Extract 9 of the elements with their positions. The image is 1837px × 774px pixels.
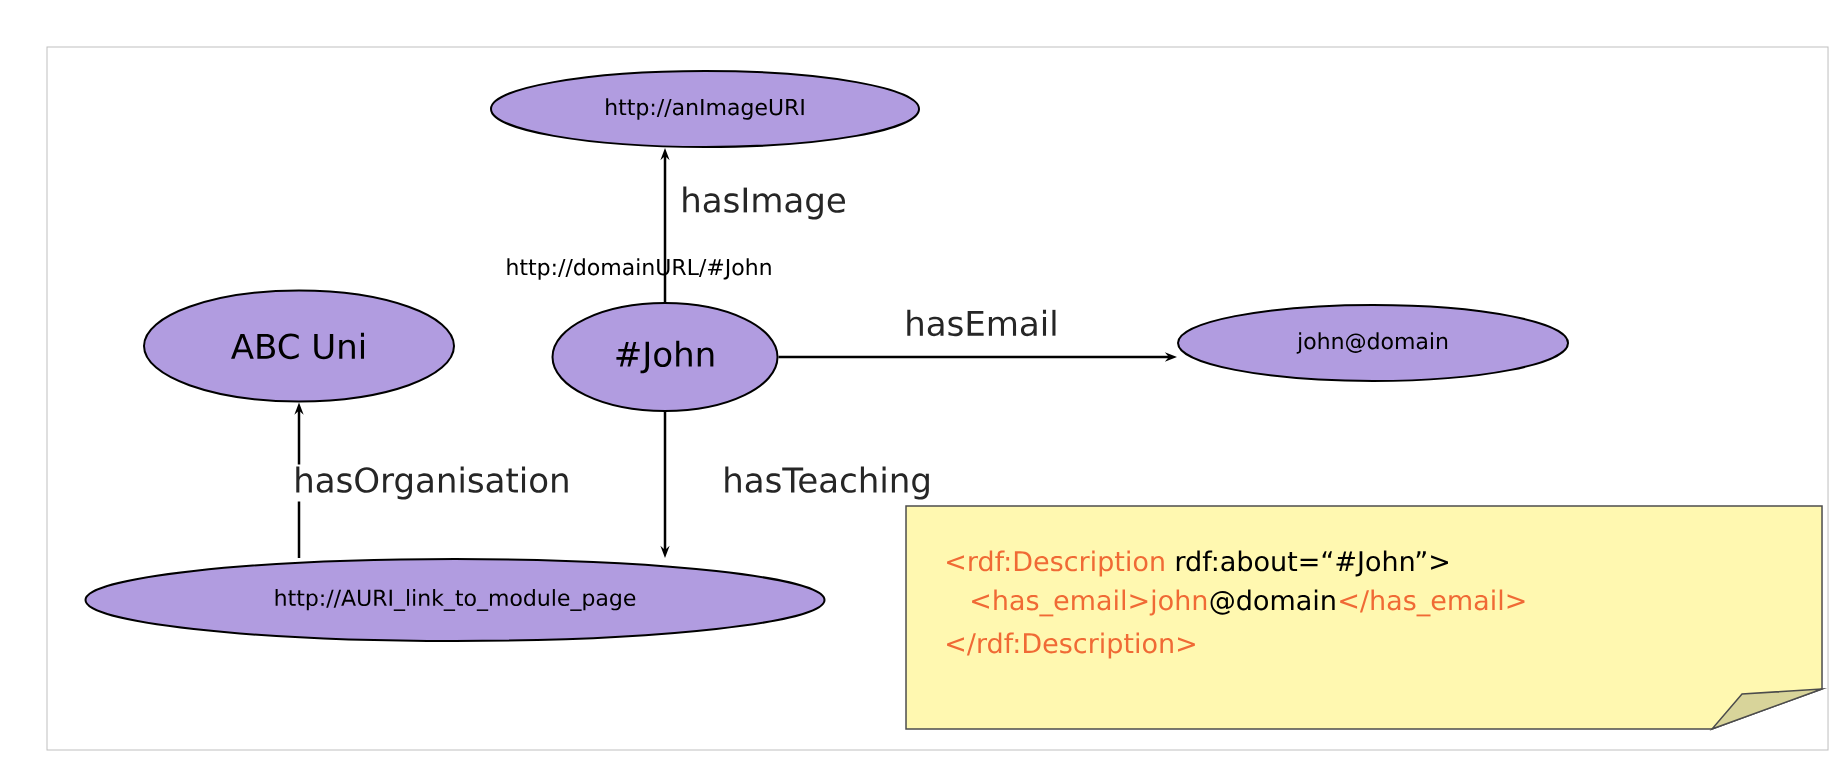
edge-label: hasTeaching [720, 464, 934, 502]
ellipse-node: john@domain [1177, 304, 1569, 382]
ellipse-node: ABC Uni [143, 289, 455, 403]
edge-label: hasEmail [902, 307, 1061, 339]
edge-label: hasImage [678, 184, 849, 222]
ellipse-node: http://anImageURI [490, 70, 920, 148]
ellipse-node: #John [551, 302, 779, 412]
edge-label: hasOrganisation [291, 464, 573, 502]
ellipse-node: http://AURI_link_to_module_page [84, 558, 826, 642]
